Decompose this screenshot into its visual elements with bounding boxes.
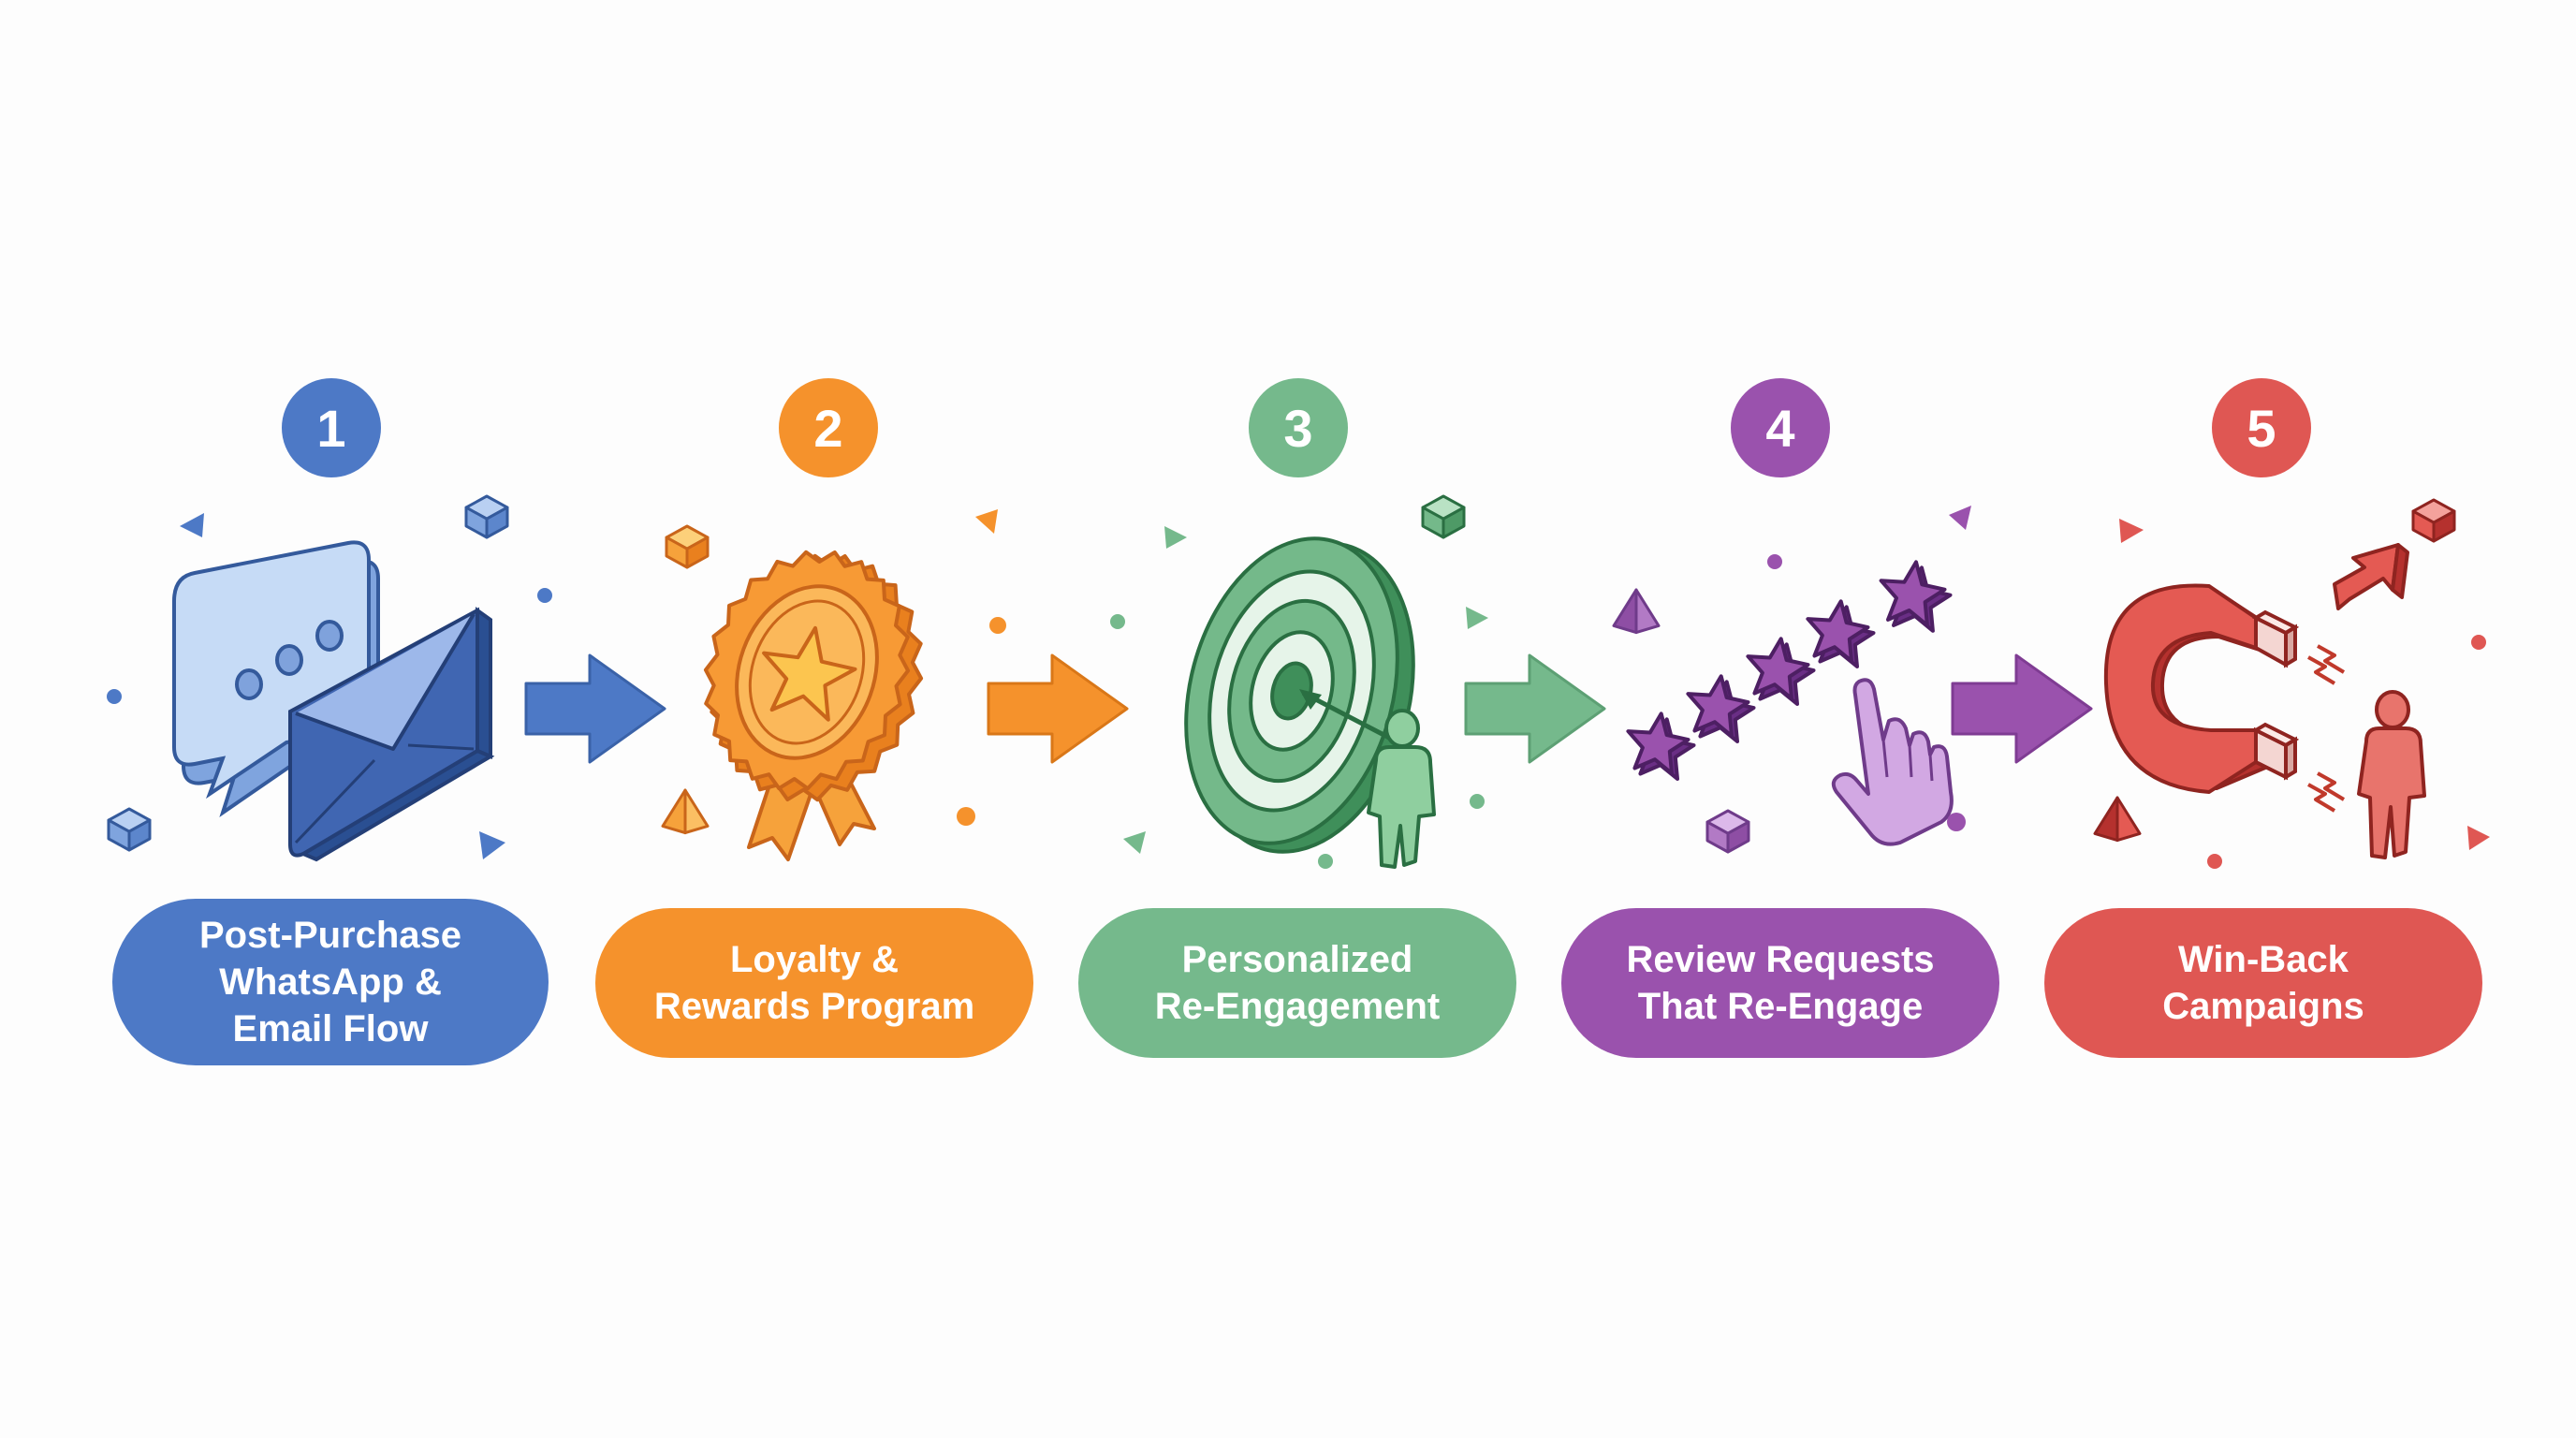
step-4-label-pill: Review Requests That Re-Engage <box>1561 908 1999 1058</box>
step-2-label-pill: Loyalty & Rewards Program <box>595 908 1033 1058</box>
step-5-number-badge: 5 <box>2212 378 2311 477</box>
target-with-person-icon <box>1184 536 1436 869</box>
flow-arrow-4-to-5 <box>1951 653 2093 764</box>
award-ribbon-star-icon <box>703 550 924 861</box>
step-4-label: Review Requests That Re-Engage <box>1626 939 1935 1027</box>
stars-and-pointer-hand-icon <box>1626 560 1954 846</box>
step-3-number-badge: 3 <box>1249 378 1348 477</box>
step-5-label-pill: Win-Back Campaigns <box>2044 908 2482 1058</box>
flow-arrow-1-to-2 <box>524 653 666 764</box>
step-3-label-pill: Personalized Re-Engagement <box>1078 908 1516 1058</box>
step-2-number-badge: 2 <box>779 378 878 477</box>
step-2-label: Loyalty & Rewards Program <box>653 939 975 1027</box>
step-1-number-badge: 1 <box>282 378 381 477</box>
step-3-label: Personalized Re-Engagement <box>1154 939 1441 1027</box>
flow-arrow-3-to-4 <box>1464 653 1606 764</box>
chat-and-envelope-icon <box>172 540 495 862</box>
flow-arrow-2-to-3 <box>987 653 1129 764</box>
step-4-number-badge: 4 <box>1731 378 1830 477</box>
step-5-label: Win-Back Campaigns <box>2162 939 2364 1027</box>
magnet-attracting-person-icon <box>2103 543 2426 859</box>
step-1-label: Post-Purchase WhatsApp & Email Flow <box>198 915 462 1049</box>
decorative-shapes <box>107 494 2490 869</box>
step-1-label-pill: Post-Purchase WhatsApp & Email Flow <box>112 899 549 1065</box>
